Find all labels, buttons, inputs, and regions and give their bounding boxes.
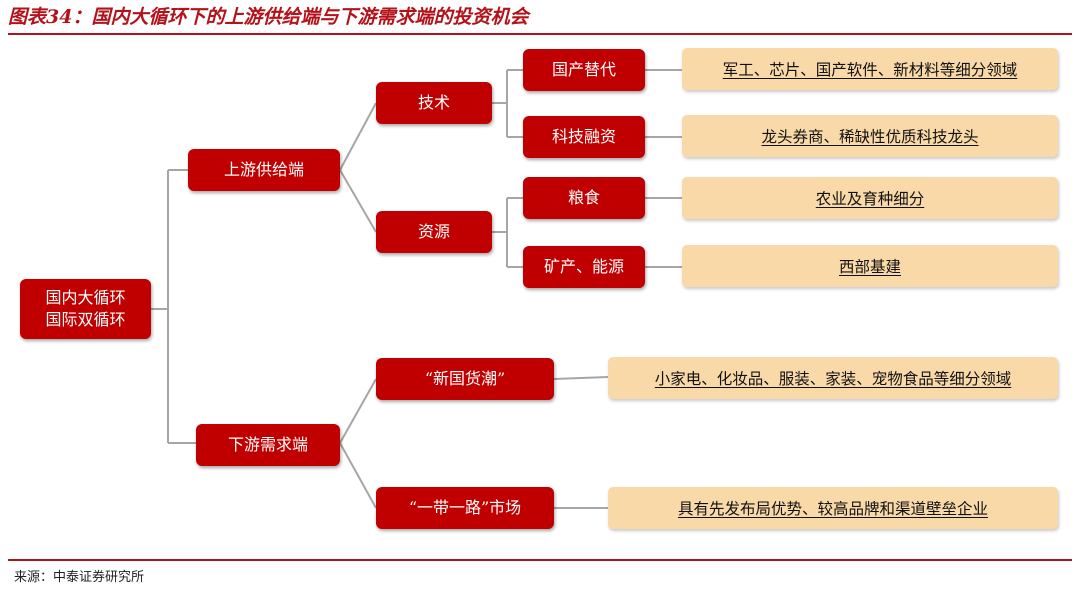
node-guochao: “新国货潮” bbox=[376, 358, 554, 400]
leaf-finance-text: 龙头券商、稀缺性优质科技龙头 bbox=[761, 128, 979, 146]
leaf-substitution-text: 军工、芯片、国产软件、新材料等细分领域 bbox=[722, 61, 1018, 79]
node-tech-finance: 科技融资 bbox=[523, 116, 645, 158]
leaf-finance-sectors: 龙头券商、稀缺性优质科技龙头 bbox=[682, 115, 1058, 157]
leaf-energy-text: 西部基建 bbox=[838, 258, 901, 276]
connector-downstream-beltroad bbox=[339, 442, 377, 509]
page-title: 图表34：国内大循环下的上游供给端与下游需求端的投资机会 bbox=[8, 6, 529, 28]
node-belt-road: “一带一路”市场 bbox=[376, 487, 554, 529]
node-tech: 技术 bbox=[376, 82, 492, 124]
connector-guochao-leaf bbox=[553, 376, 609, 380]
node-upstream: 上游供给端 bbox=[188, 149, 340, 191]
node-minerals-energy: 矿产、能源 bbox=[523, 246, 645, 288]
leaf-grain-sectors: 农业及育种细分 bbox=[682, 177, 1058, 219]
title-rule bbox=[8, 33, 1072, 35]
leaf-guochao-text: 小家电、化妆品、服装、家装、宠物食品等细分领域 bbox=[654, 370, 1012, 388]
node-root: 国内大循环 国际双循环 bbox=[20, 279, 151, 339]
connector-upstream-tech bbox=[339, 102, 377, 171]
leaf-substitution-sectors: 军工、芯片、国产软件、新材料等细分领域 bbox=[682, 48, 1058, 90]
leaf-beltroad-sectors: 具有先发布局优势、较高品牌和渠道壁垒企业 bbox=[608, 487, 1058, 529]
node-root-line2: 国际双循环 bbox=[45, 310, 126, 329]
node-grain: 粮食 bbox=[523, 177, 645, 219]
leaf-grain-text: 农业及育种细分 bbox=[815, 190, 925, 208]
node-root-line1: 国内大循环 bbox=[45, 288, 126, 307]
connector-upstream-resources bbox=[339, 169, 377, 233]
node-resources: 资源 bbox=[376, 211, 492, 253]
footer-rule bbox=[8, 559, 1072, 561]
connector-downstream-guochao bbox=[339, 378, 377, 444]
node-downstream: 下游需求端 bbox=[196, 424, 340, 466]
leaf-guochao-sectors: 小家电、化妆品、服装、家装、宠物食品等细分领域 bbox=[608, 357, 1058, 399]
node-domestic-substitution: 国产替代 bbox=[523, 49, 645, 91]
source-note: 来源：中泰证券研究所 bbox=[14, 570, 145, 585]
leaf-energy-sectors: 西部基建 bbox=[682, 245, 1058, 287]
leaf-beltroad-text: 具有先发布局优势、较高品牌和渠道壁垒企业 bbox=[677, 500, 988, 518]
